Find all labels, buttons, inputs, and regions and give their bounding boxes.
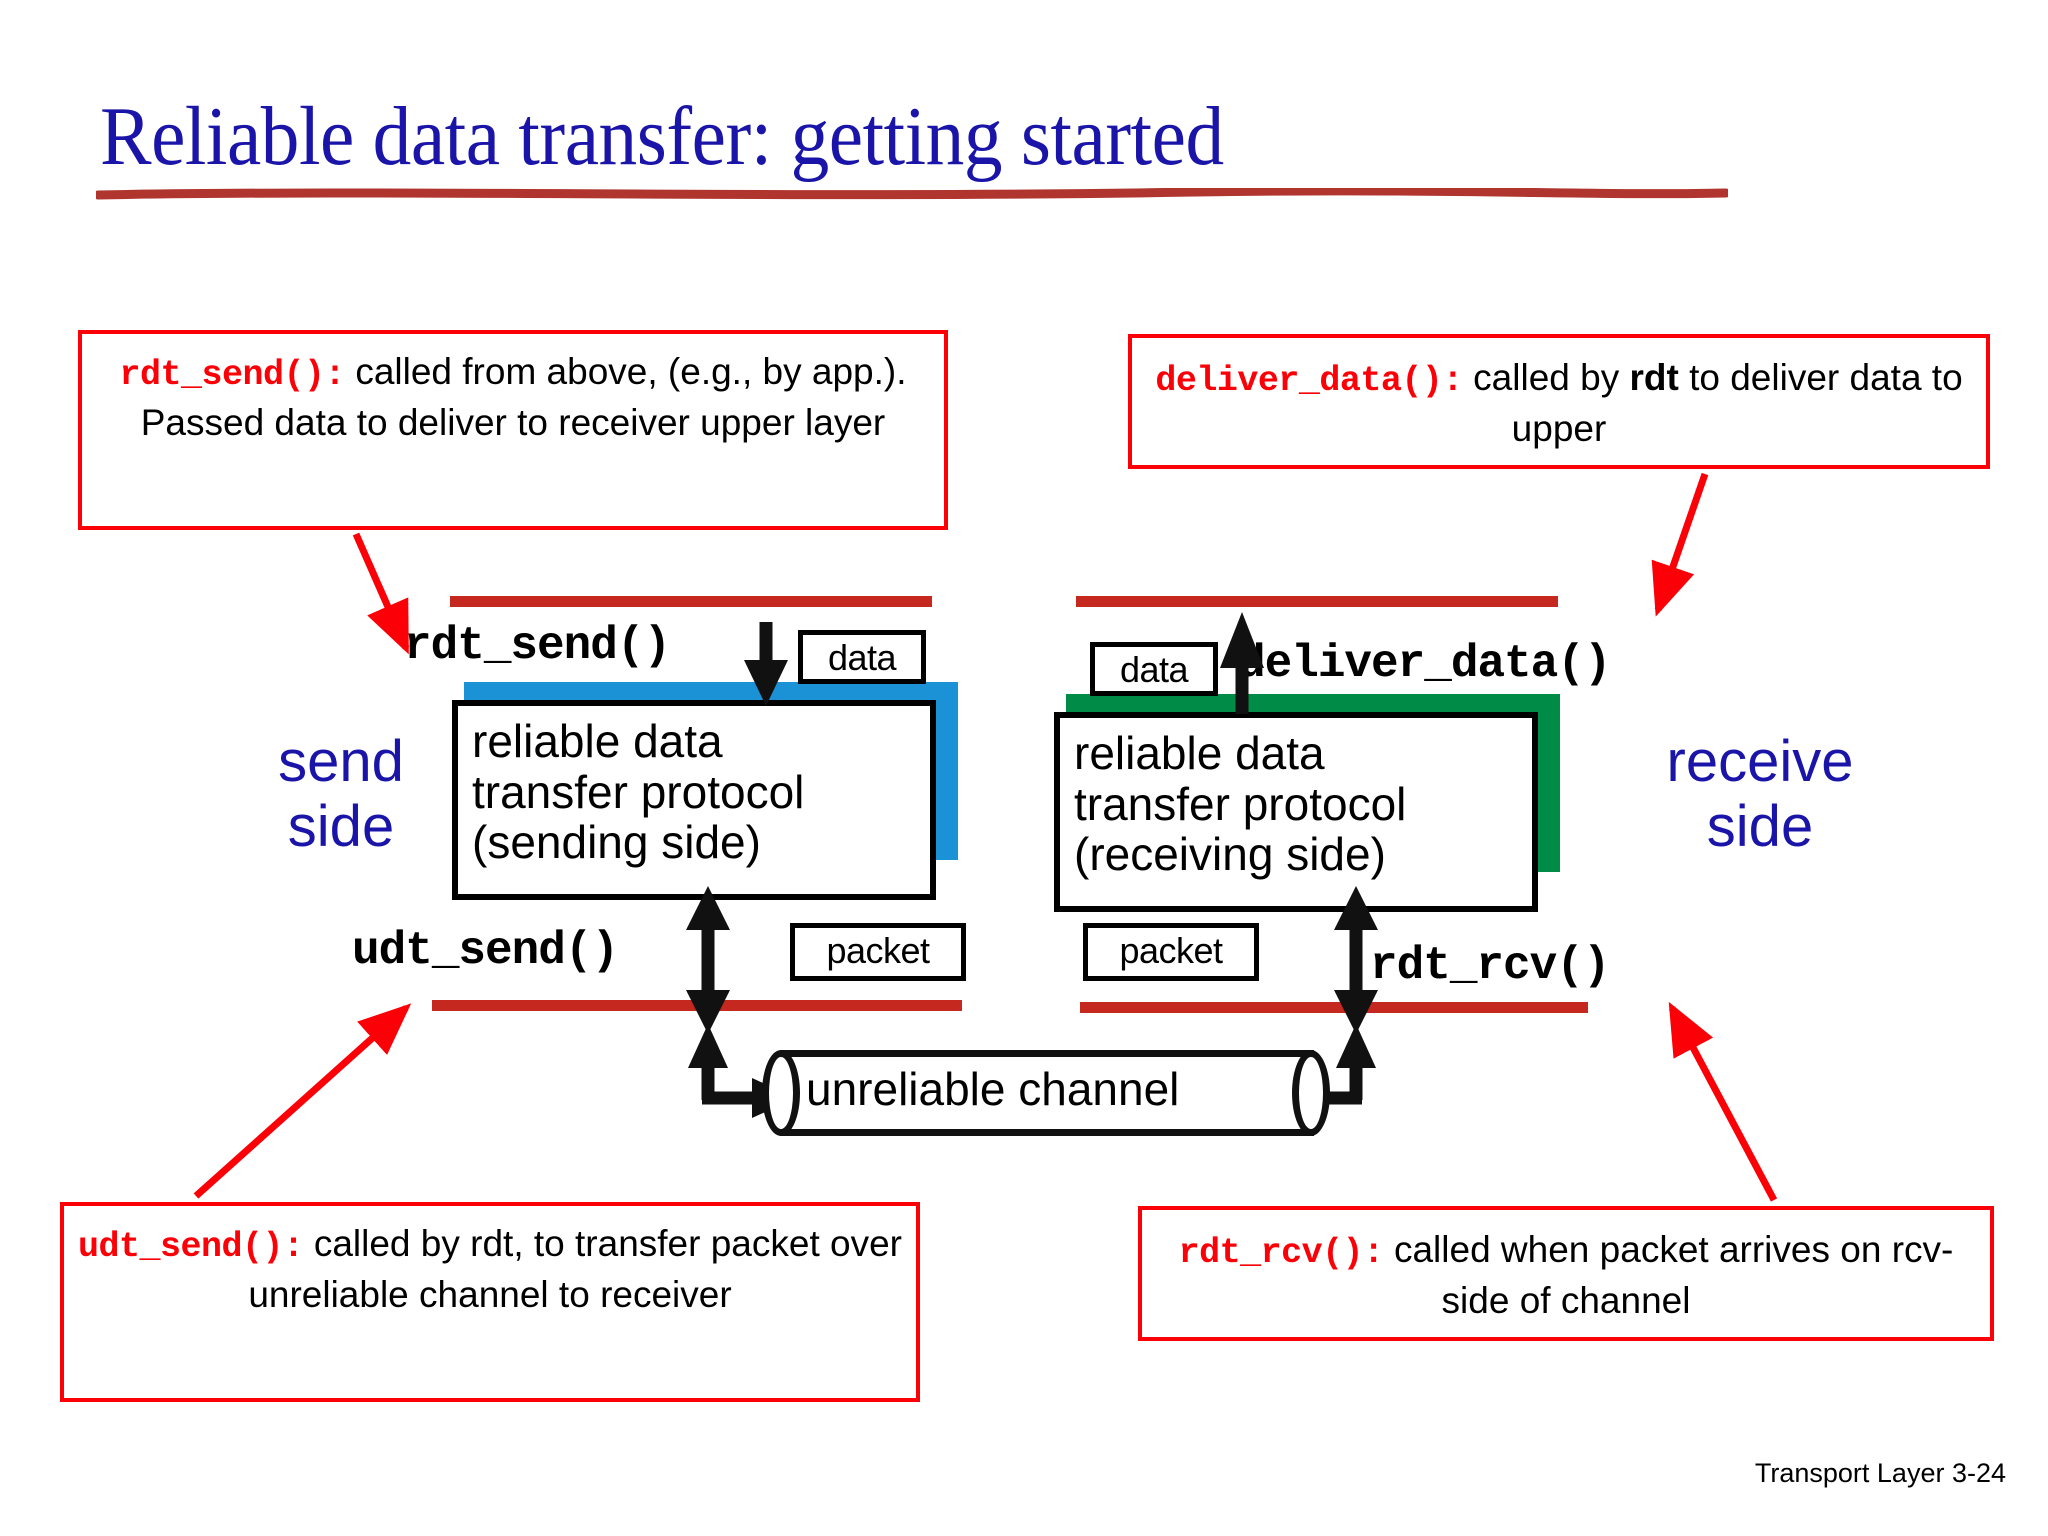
channel-label: unreliable channel: [806, 1063, 1180, 1115]
title-underline-rule: [96, 188, 1728, 200]
page-title: Reliable data transfer: getting started: [100, 90, 1224, 183]
layer-rule-bottom-left: [432, 1000, 962, 1011]
leader-arrow-rdt-rcv: [1668, 1001, 1778, 1202]
protocol-box-receiving: reliable data transfer protocol (receivi…: [1054, 712, 1538, 912]
callout-udt-send-fn: udt_send():: [78, 1227, 304, 1267]
layer-rule-top-right: [1076, 596, 1558, 607]
protocol-box-sending: reliable data transfer protocol (sending…: [452, 700, 936, 900]
callout-rdt-rcv: rdt_rcv(): called when packet arrives on…: [1138, 1206, 1994, 1341]
callout-rdt-send-fn: rdt_send():: [119, 355, 346, 395]
leader-arrow-deliver-data: [1651, 472, 1709, 617]
api-label-rdt-rcv: rdt_rcv(): [1370, 940, 1610, 992]
callout-deliver-data: deliver_data(): called by rdt to deliver…: [1128, 334, 1990, 469]
callout-rdt-send: rdt_send(): called from above, (e.g., by…: [78, 330, 948, 530]
callout-rdt-rcv-fn: rdt_rcv():: [1178, 1233, 1385, 1273]
callout-deliver-data-body-pre: called by: [1462, 357, 1630, 398]
channel-cap-right: [1292, 1050, 1330, 1136]
callout-rdt-send-body: called from above, (e.g., by app.). Pass…: [140, 351, 907, 443]
tag-data-left: data: [798, 630, 926, 684]
callout-udt-send: udt_send(): called by rdt, to transfer p…: [60, 1202, 920, 1402]
callout-deliver-data-body-bold: rdt: [1629, 357, 1679, 398]
layer-rule-top-left: [450, 596, 932, 607]
label-receive-side: receive side: [1666, 729, 1854, 859]
api-label-udt-send: udt_send(): [352, 925, 619, 977]
layer-rule-bottom-right: [1080, 1002, 1588, 1013]
unreliable-channel: unreliable channel: [762, 1050, 1332, 1136]
tag-packet-right: packet: [1083, 923, 1259, 981]
leader-arrow-udt-send: [193, 1003, 412, 1199]
footer-text: Transport Layer 3-24: [1754, 1458, 2006, 1488]
api-label-deliver-data: deliver_data(): [1238, 638, 1611, 690]
tag-packet-left: packet: [790, 923, 966, 981]
leader-arrow-rdt-send: [352, 532, 410, 655]
callout-deliver-data-body-post: to deliver data to upper: [1511, 357, 1963, 449]
label-send-side: send side: [278, 729, 404, 859]
tag-data-right: data: [1090, 642, 1218, 696]
channel-body: [780, 1050, 1314, 1136]
arrow-udt-send-bidirectional: [686, 886, 730, 1034]
callout-deliver-data-fn: deliver_data():: [1155, 361, 1463, 401]
callout-rdt-rcv-body: called when packet arrives on rcv-side o…: [1383, 1229, 1954, 1321]
channel-cap-left: [762, 1050, 800, 1136]
callout-udt-send-body: called by rdt, to transfer packet over u…: [248, 1223, 902, 1315]
api-label-rdt-send: rdt_send(): [404, 620, 671, 672]
